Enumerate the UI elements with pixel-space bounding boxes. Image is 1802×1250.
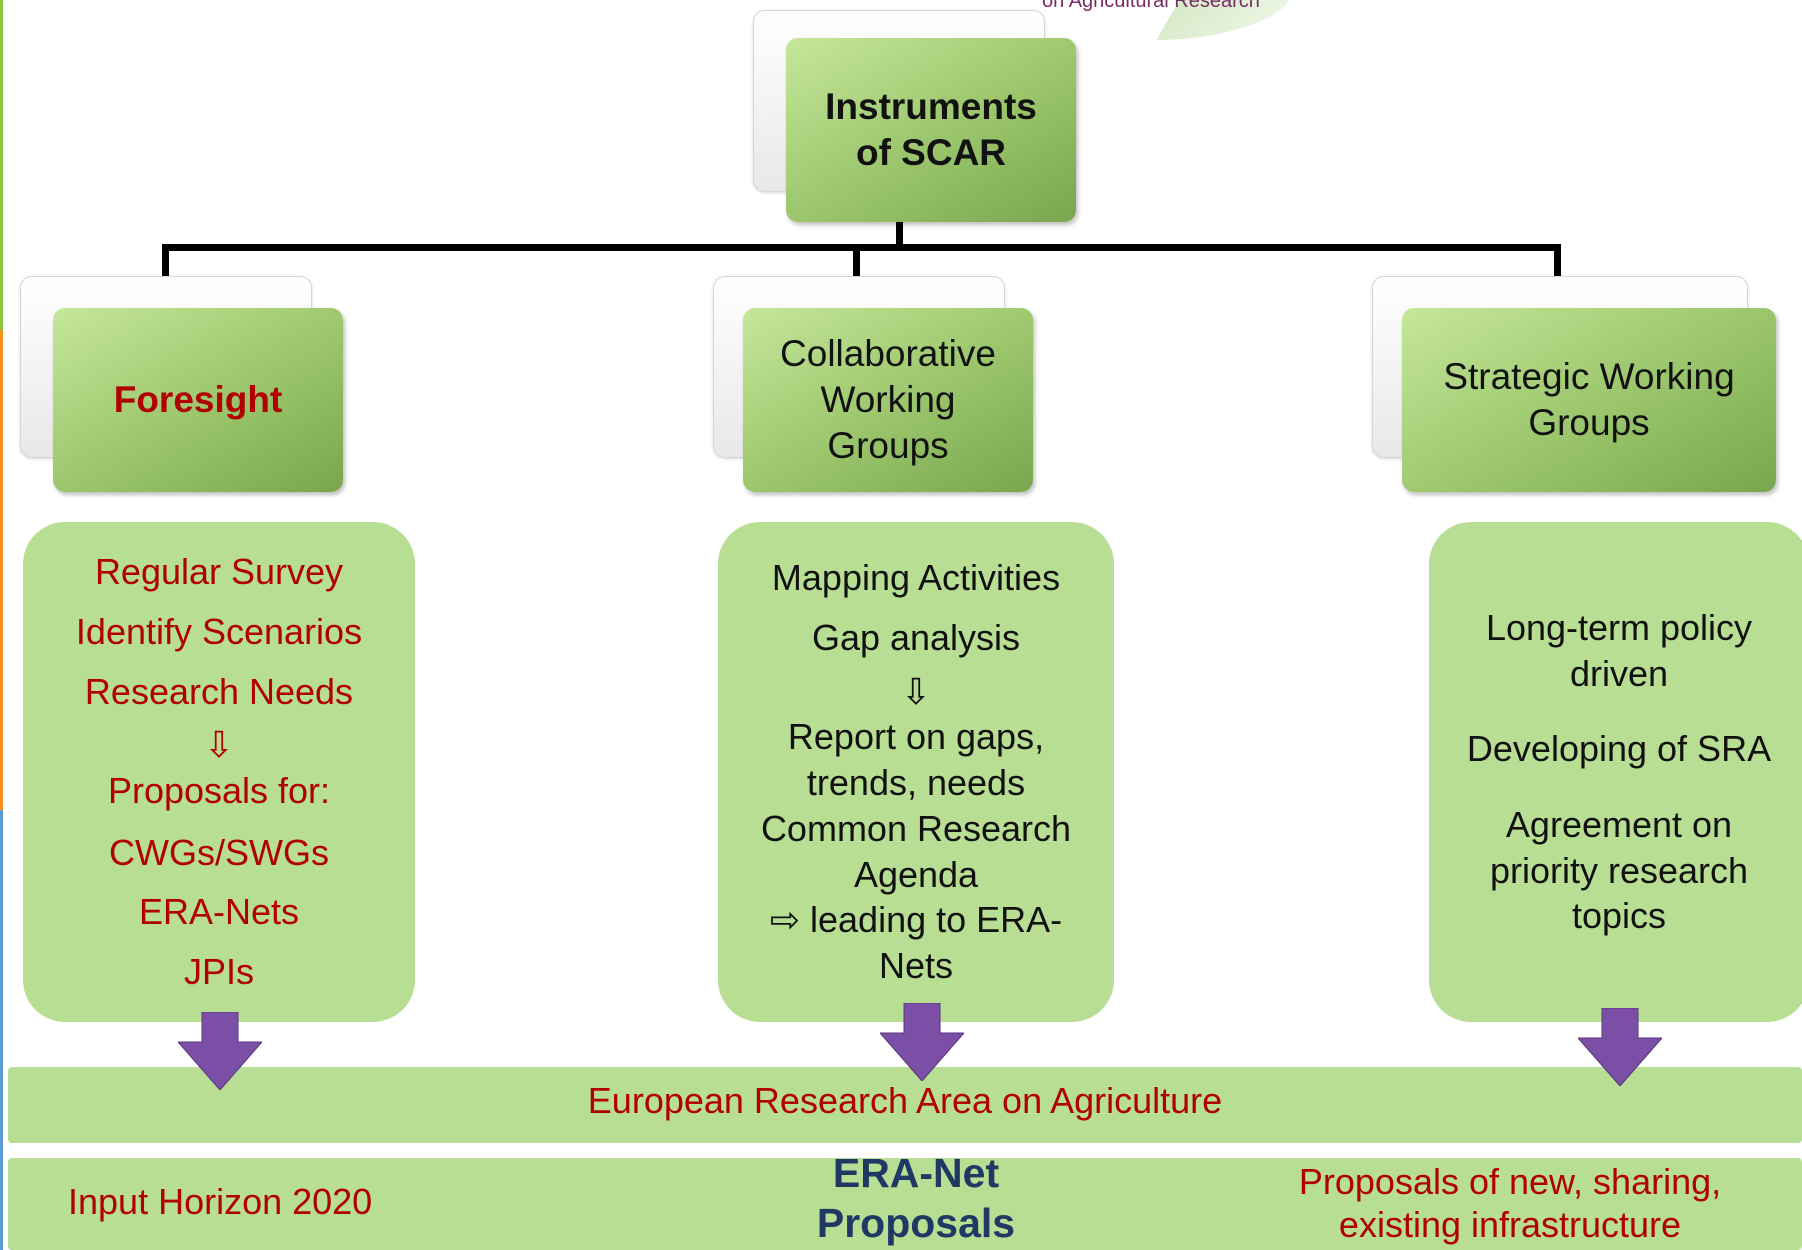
era-agriculture-label: European Research Area on Agriculture <box>587 1080 1223 1121</box>
foresight-box: Foresight <box>53 308 343 492</box>
swg-item-3: Developing of SRA <box>1466 728 1772 770</box>
connector-root-vertical <box>896 218 903 250</box>
proposals-band <box>8 1158 1802 1250</box>
cwg-item-2: Gap analysis <box>811 616 1021 658</box>
swg-down-arrow-icon-purple <box>1578 1008 1662 1086</box>
cwg-box: Collaborative Working Groups <box>743 308 1033 492</box>
infrastructure-line-1: Proposals of new, sharing, <box>1298 1161 1722 1202</box>
cwg-item-3: Report on gaps, <box>787 716 1045 758</box>
swg-item-6: topics <box>1571 895 1667 937</box>
era-net-line-2: Proposals <box>816 1200 1016 1247</box>
foresight-item-1: Regular Survey <box>94 551 344 593</box>
cwg-item-5: Common Research <box>760 807 1072 849</box>
root-title-line-2: of SCAR <box>855 132 1007 173</box>
swg-title-line-2: Groups <box>1528 402 1650 443</box>
left-stripe-orange <box>0 330 3 810</box>
swg-item-2: driven <box>1569 652 1669 694</box>
swg-box: Strategic Working Groups <box>1402 308 1776 492</box>
swg-item-4: Agreement on <box>1505 804 1733 845</box>
connector-left-drop <box>162 244 169 276</box>
cwg-item-6: Agenda <box>853 853 979 895</box>
infrastructure-label: Proposals of new, sharing, existing infr… <box>1250 1160 1770 1246</box>
connector-horizontal <box>162 244 1561 251</box>
foresight-item-3: Research Needs <box>84 670 354 712</box>
era-agriculture-band <box>8 1067 1802 1143</box>
foresight-down-arrow-icon-purple <box>178 1012 262 1090</box>
cwg-down-arrow-icon-purple <box>880 1003 964 1081</box>
foresight-down-arrow-icon: ⇩ <box>203 724 235 766</box>
cwg-title-line-2: Working <box>820 378 956 420</box>
connector-middle-drop <box>853 244 860 276</box>
swg-title-line-1: Strategic Working <box>1443 355 1735 397</box>
logo-text: on Agricultural Research <box>1042 0 1260 12</box>
swg-item-5: priority research <box>1489 849 1749 891</box>
foresight-item-6: ERA-Nets <box>138 891 300 933</box>
foresight-item-2: Identify Scenarios <box>75 610 363 652</box>
cwg-panel: Mapping Activities Gap analysis ⇩ Report… <box>718 522 1114 1022</box>
connector-right-drop <box>1554 244 1561 276</box>
era-net-proposals-label: ERA-Net Proposals <box>760 1148 1072 1248</box>
cwg-item-1: Mapping Activities <box>771 557 1061 599</box>
root-box: Instruments of SCAR <box>786 38 1076 222</box>
foresight-title: Foresight <box>113 378 283 420</box>
swg-item-1: Long-term policy <box>1485 606 1753 648</box>
foresight-item-4: Proposals for: <box>107 770 331 811</box>
era-net-line-1: ERA-Net <box>832 1150 1000 1196</box>
left-stripe-green <box>0 0 3 330</box>
cwg-title-line-1: Collaborative <box>780 332 996 374</box>
foresight-panel: Regular Survey Identify Scenarios Resear… <box>23 522 415 1022</box>
swg-panel: Long-term policy driven Developing of SR… <box>1429 522 1802 1022</box>
root-title-line-1: Instruments <box>825 85 1037 127</box>
cwg-item-8: Nets <box>878 945 954 987</box>
cwg-item-4: trends, needs <box>806 762 1026 804</box>
cwg-item-7: ⇨ leading to ERA- <box>769 899 1063 941</box>
cwg-title-line-3: Groups <box>827 425 949 467</box>
cwg-down-arrow-icon: ⇩ <box>900 670 932 712</box>
input-horizon-label: Input Horizon 2020 <box>68 1181 373 1222</box>
left-stripe-blue <box>0 810 3 1250</box>
foresight-item-5: CWGs/SWGs <box>109 831 329 873</box>
infrastructure-line-2: existing infrastructure <box>1338 1204 1682 1246</box>
foresight-item-7: JPIs <box>183 951 254 993</box>
